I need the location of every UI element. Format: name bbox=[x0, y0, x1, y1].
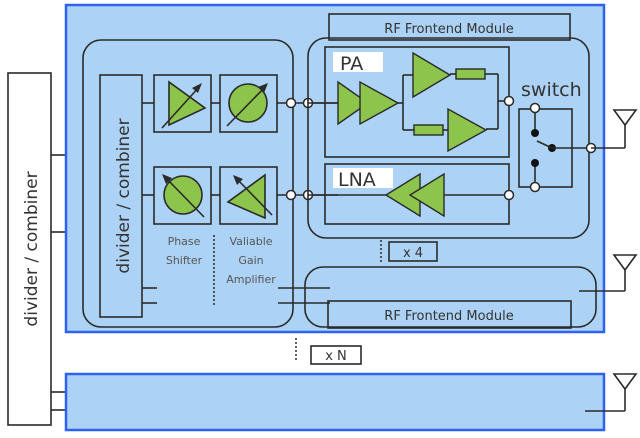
inner-divider-combiner: divider / combiner bbox=[99, 74, 157, 318]
amplifier-icon bbox=[447, 107, 488, 153]
antenna-icon bbox=[612, 254, 638, 272]
switch-icon bbox=[536, 140, 553, 149]
antenna-2 bbox=[612, 254, 638, 291]
vga-rx bbox=[219, 166, 278, 225]
amplifier-icon bbox=[359, 80, 400, 126]
pa-block: PA bbox=[308, 46, 515, 158]
variable-gain-amplifier-icon bbox=[168, 80, 207, 127]
switch-block: switch bbox=[518, 79, 597, 193]
filter-icon bbox=[455, 68, 486, 80]
repeat-x4-badge: x 4 bbox=[403, 246, 423, 261]
subarray-board-repeated bbox=[64, 372, 638, 432]
lna-label-text: LNA bbox=[338, 169, 376, 191]
port-node-icon bbox=[285, 189, 297, 201]
vga-label-1: Valiable bbox=[229, 235, 272, 248]
inner-divider-label: divider / combiner bbox=[114, 118, 134, 273]
amplifier-icon bbox=[337, 80, 370, 126]
phase-shifter-label-1: Phase bbox=[168, 235, 201, 248]
antenna-icon bbox=[612, 373, 638, 391]
port-node-icon bbox=[503, 189, 515, 201]
antenna-1 bbox=[591, 109, 638, 149]
switch-contact-icon bbox=[531, 129, 539, 137]
port-node-icon bbox=[529, 181, 541, 193]
vga-label-2: Gain bbox=[238, 254, 263, 267]
pa-label: PA bbox=[340, 53, 363, 75]
phase-shifter-label-2: Shifter bbox=[166, 254, 203, 267]
switch-label: switch bbox=[521, 79, 582, 101]
rf-frontend-module: RF Frontend Module PA bbox=[307, 13, 597, 239]
repeat-xn-badge: x N bbox=[325, 349, 347, 364]
antenna-icon bbox=[612, 109, 638, 127]
amplifier-icon bbox=[412, 51, 452, 99]
subarray-board: divider / combiner bbox=[64, 3, 625, 334]
vga-label-3: Amplifier bbox=[226, 273, 276, 286]
phase-shifter-icon bbox=[228, 83, 268, 123]
outer-divider-label: divider / combiner bbox=[22, 171, 42, 326]
rf-module-title: RF Frontend Module bbox=[384, 22, 513, 37]
port-node-icon bbox=[529, 102, 541, 114]
rf-frontend-module-collapsed: RF Frontend Module bbox=[304, 266, 625, 329]
filter-icon bbox=[413, 124, 444, 136]
beamformer-panel bbox=[82, 39, 294, 328]
lna-block: LNA bbox=[308, 163, 515, 225]
port-node-icon bbox=[503, 95, 515, 107]
switch-contact-icon bbox=[531, 159, 539, 167]
port-node-icon bbox=[285, 97, 297, 109]
vga-tx bbox=[219, 74, 278, 133]
outer-divider-combiner: divider / combiner bbox=[7, 72, 66, 426]
rf-module-collapsed-title: RF Frontend Module bbox=[384, 309, 513, 324]
